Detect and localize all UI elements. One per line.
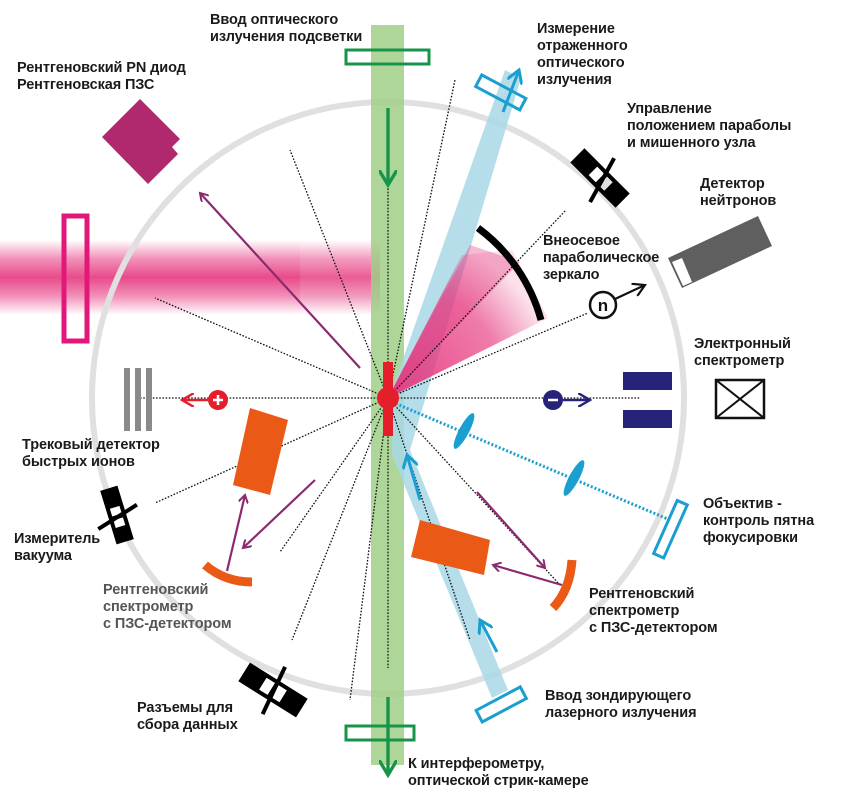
probe-arrow-lower [480, 620, 499, 653]
probe-laser-window [474, 684, 529, 724]
reflected-arrow [501, 70, 519, 113]
label-probe-laser-input: Ввод зондирующего лазерного излучения [545, 688, 697, 721]
focused-laser-cone [388, 250, 548, 398]
electron-magnet-lower [623, 410, 672, 428]
xray-crystal-left [233, 408, 288, 495]
label-neutron-detector: Детектор нейтронов [700, 176, 777, 209]
reflected-measurement-window [473, 72, 528, 112]
illumination-input-window [344, 48, 431, 66]
probe-arrow-upper [407, 455, 422, 501]
probe-laser-beam [392, 70, 521, 698]
xray-mirror-right [549, 559, 577, 612]
xray-crystal-right [411, 520, 490, 575]
vacuum-gauge-feedthrough [97, 485, 138, 545]
lens-2 [563, 460, 585, 496]
main-laser-window [61, 213, 90, 344]
label-parabola-control: Управление положением параболы и мишенно… [627, 101, 792, 151]
label-xray-spectrometer-right: Рентгеновский спектрометр с ПЗС-детектор… [589, 586, 718, 636]
main-laser-beam [0, 240, 300, 315]
neutron-label: n [598, 296, 608, 315]
label-off-axis-mirror: Внеосевое параболическое зеркало [543, 233, 660, 283]
objective-window [651, 498, 690, 560]
label-to-interferometer: К интерферометру, оптической стрик-камер… [408, 756, 589, 789]
label-data-connectors: Разъемы для сбора данных [137, 700, 238, 733]
label-xray-pn-diode: Рентгеновский PN диод Рентгеновская ПЗС [17, 60, 186, 93]
interferometer-output-window [344, 724, 416, 742]
electron-magnet-upper [623, 372, 672, 390]
label-xray-spectrometer-left: Рентгеновский спектрометр с ПЗС-детектор… [103, 582, 232, 632]
label-reflected-measurement: Измерение отраженного оптического излуче… [537, 21, 628, 88]
xray-mirror-left [202, 561, 253, 587]
label-electron-spectrometer: Электронный спектрометр [694, 336, 791, 369]
neutron-detector [668, 216, 772, 288]
label-objective: Объектив - контроль пятна фокусировки [703, 496, 815, 546]
target [377, 387, 399, 409]
xray-pn-diode [102, 99, 180, 184]
lens-1 [453, 413, 475, 449]
data-connectors-feedthrough [238, 662, 308, 718]
electron-spectrometer-box [714, 378, 766, 420]
xray-emission-arrow [200, 193, 361, 369]
parabola-control-feedthrough [570, 148, 630, 208]
off-axis-parabolic-mirror [475, 225, 545, 321]
label-vacuum-gauge: Измеритель вакуума [14, 531, 101, 564]
neutron-symbol [588, 290, 618, 320]
label-track-detector: Трековый детектор быстрых ионов [22, 437, 160, 470]
neutron-arrow [614, 285, 645, 300]
label-illumination-input: Ввод оптического излучения подсветки [210, 12, 363, 45]
track-detector [124, 368, 152, 431]
